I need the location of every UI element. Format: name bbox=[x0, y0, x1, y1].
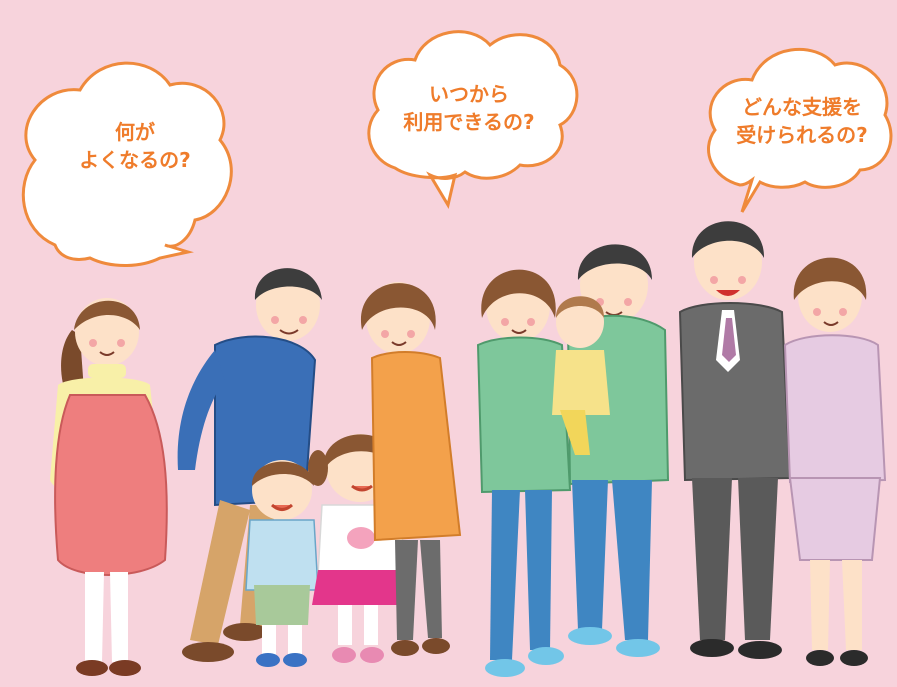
bubble-right-line-2: 受けられるの? bbox=[736, 123, 868, 147]
bubble-center-line-1: いつから bbox=[429, 82, 509, 106]
thought-bubble-left bbox=[21, 61, 233, 267]
businesswoman-illustration bbox=[783, 257, 887, 666]
mother-illustration bbox=[360, 282, 462, 656]
thought-bubble-left-text: 何が よくなるの? bbox=[42, 118, 228, 174]
bubble-right-line-1: どんな支援を bbox=[742, 95, 862, 119]
bubble-center-line-2: 利用できるの? bbox=[403, 110, 535, 134]
thought-bubble-center-text: いつから 利用できるの? bbox=[378, 80, 560, 136]
son-illustration bbox=[245, 460, 319, 667]
young-mother-illustration bbox=[476, 269, 572, 677]
pregnant-woman-illustration bbox=[50, 298, 168, 676]
businessman-illustration bbox=[678, 221, 792, 659]
thought-bubble-right bbox=[707, 48, 893, 213]
baby-illustration bbox=[552, 296, 610, 455]
bubble-left-line-2: よくなるの? bbox=[79, 148, 191, 172]
thought-bubble-center bbox=[367, 30, 579, 209]
bubble-left-line-1: 何が bbox=[115, 120, 155, 144]
thought-bubble-right-text: どんな支援を 受けられるの? bbox=[712, 93, 892, 149]
